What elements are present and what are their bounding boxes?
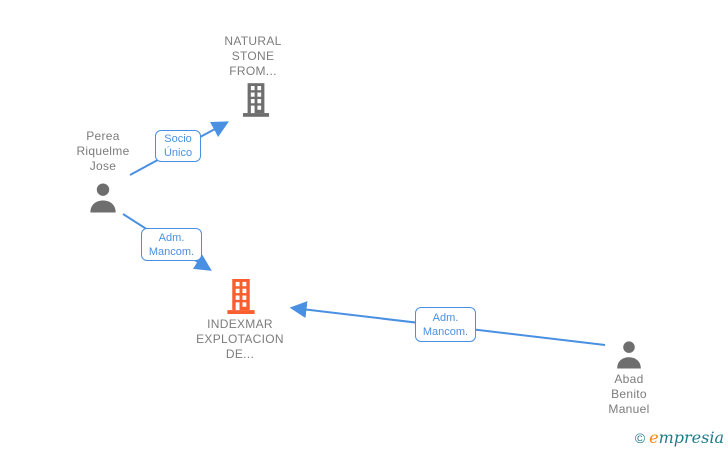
person-icon-perea[interactable]: [88, 182, 118, 218]
node-label-line: Perea: [86, 129, 120, 143]
relation-label-socio-unico[interactable]: Socio Único: [155, 130, 201, 162]
relation-label-line: Adm.: [432, 311, 459, 324]
empresia-logo[interactable]: © empresia: [635, 428, 724, 447]
relation-label-line: Mancom.: [148, 245, 195, 258]
node-label-line: STONE: [231, 49, 275, 63]
empresia-wordmark-e: e: [649, 428, 659, 447]
node-label-perea[interactable]: Perea Riquelme Jose: [43, 129, 163, 174]
node-label-line: Riquelme: [76, 144, 130, 158]
relation-label-line: Socio: [164, 133, 192, 145]
node-label-line: Benito: [611, 387, 647, 401]
node-label-line: NATURAL: [224, 34, 282, 48]
person-icon-abad[interactable]: [615, 340, 643, 374]
node-label-indexmar[interactable]: INDEXMAR EXPLOTACION DE...: [170, 317, 310, 362]
relation-label-adm-mancom-left[interactable]: Adm. Mancom.: [141, 228, 202, 261]
empresia-wordmark-rest: mpresia: [658, 428, 724, 447]
node-label-line: Manuel: [608, 402, 650, 416]
company-building-icon-natural-stone[interactable]: [242, 82, 270, 123]
relation-label-line: Único: [163, 147, 193, 159]
node-label-natural-stone[interactable]: NATURAL STONE FROM...: [193, 34, 313, 79]
relation-label-adm-mancom-right[interactable]: Adm. Mancom.: [415, 307, 476, 342]
node-label-line: Jose: [89, 159, 117, 173]
node-label-abad[interactable]: Abad Benito Manuel: [579, 372, 679, 417]
empresia-wordmark: empresia: [649, 428, 724, 447]
node-label-line: FROM...: [229, 64, 277, 78]
node-label-line: INDEXMAR: [207, 317, 273, 331]
relation-label-line: Mancom.: [422, 325, 469, 338]
node-label-line: EXPLOTACION: [196, 332, 284, 346]
relation-label-line: Adm.: [158, 231, 185, 244]
node-label-line: DE...: [225, 347, 255, 361]
node-label-line: Abad: [614, 372, 644, 386]
copyright-icon: ©: [634, 430, 646, 446]
company-building-icon-indexmar[interactable]: [226, 279, 256, 319]
